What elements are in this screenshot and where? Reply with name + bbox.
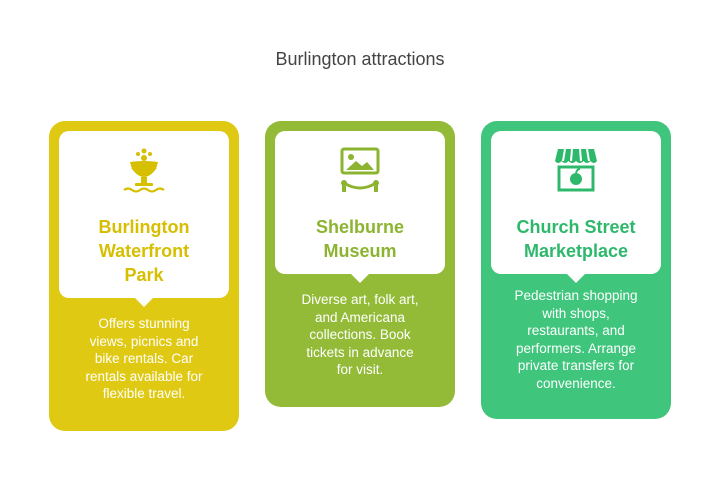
card-desc-line: restaurants, and bbox=[527, 323, 625, 338]
callout-notch bbox=[566, 273, 586, 283]
card-header: Shelburne Museum bbox=[275, 131, 445, 283]
card-title-line: Museum bbox=[323, 241, 397, 261]
market-stall-icon bbox=[555, 148, 597, 192]
fountain-icon bbox=[123, 148, 165, 193]
card-desc-line: for visit. bbox=[336, 362, 384, 377]
card-description: Pedestrian shopping with shops, restaura… bbox=[495, 287, 657, 392]
card-desc-line: collections. Book bbox=[309, 327, 411, 342]
card-header: Church Street Marketplace bbox=[491, 131, 661, 283]
museum-painting-icon bbox=[340, 147, 380, 192]
callout-notch bbox=[134, 297, 154, 307]
card-desc-line: rentals available for bbox=[85, 368, 203, 384]
card-title: Church Street Marketplace bbox=[491, 215, 661, 263]
card-title: Shelburne Museum bbox=[275, 215, 445, 263]
card-title-line: Shelburne bbox=[315, 217, 404, 237]
card-description: Offers stunning views, picnics and bike … bbox=[63, 315, 225, 403]
card-shelburne-museum: Shelburne Museum Diverse art, folk art, … bbox=[265, 121, 455, 407]
card-desc-line: flexible travel. bbox=[102, 386, 186, 401]
card-burlington-waterfront-park: Burlington Waterfront Park Offers stunni… bbox=[49, 121, 239, 431]
card-desc-line: and Americana bbox=[314, 309, 406, 325]
card-desc-line: private transfers for bbox=[517, 358, 635, 373]
card-title-line: Church Street bbox=[516, 217, 636, 237]
card-title-line: Park bbox=[124, 265, 164, 285]
card-desc-line: Diverse art, folk art, bbox=[301, 292, 419, 307]
card-title: Burlington Waterfront Park bbox=[59, 215, 229, 287]
card-desc-line: Pedestrian shopping bbox=[514, 288, 638, 303]
card-desc-line: views, picnics and bbox=[89, 333, 199, 349]
card-desc-line: Offers stunning bbox=[98, 316, 190, 331]
card-desc-line: with shops, bbox=[542, 305, 610, 321]
card-desc-line: performers. Arrange bbox=[515, 340, 637, 356]
card-description: Diverse art, folk art, and Americana col… bbox=[279, 291, 441, 379]
card-header: Burlington Waterfront Park bbox=[59, 131, 229, 307]
page-title: Burlington attractions bbox=[275, 49, 445, 69]
card-desc-line: bike rentals. Car bbox=[94, 351, 194, 366]
card-title-line: Waterfront bbox=[98, 241, 190, 261]
card-desc-line: convenience. bbox=[536, 375, 616, 391]
callout-notch bbox=[350, 273, 370, 283]
card-title-line: Burlington bbox=[98, 217, 190, 237]
card-desc-line: tickets in advance bbox=[306, 344, 414, 360]
card-title-line: Marketplace bbox=[523, 241, 629, 261]
card-church-street-marketplace: Church Street Marketplace Pedestrian sho… bbox=[481, 121, 671, 419]
